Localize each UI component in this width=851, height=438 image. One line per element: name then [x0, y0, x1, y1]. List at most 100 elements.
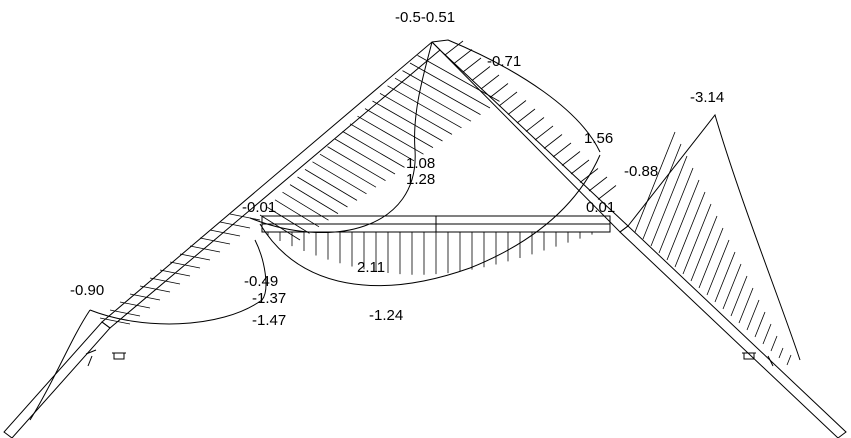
left-rafter-hatch-line: [409, 62, 491, 109]
left-leg-hatch-line: [99, 317, 131, 325]
left-rafter-hatch-line: [349, 123, 415, 162]
left-rafter-hatch-line: [364, 108, 434, 148]
left-rafter-hatch-line: [297, 176, 348, 208]
right-rafter-hatch-line: [579, 168, 599, 183]
label-right-knee-pos: 1.56: [584, 130, 613, 147]
right-rafter-hatch-line: [453, 49, 473, 64]
left-rafter-hatch-line: [379, 93, 453, 135]
left-leg-hatch-line: [139, 285, 171, 293]
right-leg-curve: [627, 113, 801, 361]
label-tie-low: -1.24: [369, 307, 403, 324]
left-leg-hatch-line: [109, 309, 141, 317]
right-rafter-hatch-line: [552, 142, 572, 158]
right-support-icon: [742, 352, 774, 367]
left-rafter-hatch-line: [372, 100, 443, 142]
left-leg-hatch-line: [159, 269, 191, 277]
right-rafter-hatch-line: [471, 66, 491, 81]
right-leg-hatch-line: [778, 347, 784, 359]
moment-curves: [29, 39, 801, 421]
left-rafter-hatch-line: [274, 199, 320, 228]
left-rafter-hatch-line: [267, 207, 310, 234]
left-rafter-hatch-line: [289, 184, 339, 214]
left-rafter-hatch-line: [387, 85, 462, 129]
label-right-knee-neg: -0.88: [624, 163, 658, 180]
value-labels: -0.5-0.51 -0.71 -3.14 1.56 -0.88 1.08 1.…: [70, 9, 724, 329]
label-left-rafter-a: 1.08: [406, 155, 435, 172]
supports: [85, 349, 774, 367]
right-leg-hatch-line: [754, 311, 766, 338]
left-rafter-curve: [249, 41, 433, 234]
left-rafter-hatch-line: [334, 138, 396, 175]
right-leg-hatch-line: [770, 335, 778, 352]
label-left-base: -0.90: [70, 282, 104, 299]
apex-curve: [431, 39, 601, 153]
right-rafter-hatch-line: [489, 83, 509, 98]
left-leg-hatch-line: [229, 213, 261, 221]
right-leg-hatch-line: [762, 323, 772, 345]
label-tie-mid: 2.11: [357, 259, 385, 276]
left-rafter-hatch-line: [417, 55, 500, 102]
right-leg-hatch-line: [738, 287, 754, 324]
left-rafter-hatch-line: [327, 146, 386, 181]
left-base-curve: [29, 309, 91, 421]
label-left-c: -1.47: [252, 312, 286, 329]
left-rafter-hatch-line: [342, 131, 405, 168]
right-rafter-hatch-line: [498, 91, 518, 107]
right-rafter-hatch-line: [444, 40, 464, 56]
right-rafter-hatch-line: [597, 185, 617, 200]
left-support-icon: [85, 349, 126, 367]
tie-curve: [259, 154, 601, 287]
label-left-rafter-b: 1.28: [406, 171, 435, 188]
label-apex: -0.5-0.51: [395, 9, 455, 26]
left-leg-hatch-line: [179, 253, 211, 261]
right-leg-member: [619, 225, 847, 438]
right-rafter-hatch-line: [561, 151, 581, 166]
left-leg-hatch-line: [119, 301, 151, 309]
label-left-knee: -0.01: [242, 199, 276, 216]
right-leg-hatch-line: [658, 167, 694, 254]
left-rafter-hatch-line: [282, 191, 329, 221]
right-leg-hatch-line: [698, 227, 724, 289]
left-leg-hatch-line: [169, 261, 201, 269]
left-rafter-hatch-line: [394, 77, 472, 122]
right-leg-hatch-line: [682, 203, 712, 275]
label-right-peak: -3.14: [690, 89, 724, 106]
left-leg-hatch-line: [189, 245, 221, 253]
left-leg-hatch-line: [199, 237, 231, 245]
right-rafter-hatch-line: [543, 134, 563, 149]
left-leg-curve: [89, 239, 267, 325]
left-leg-hatch-line: [149, 277, 181, 285]
right-leg-hatch-line: [674, 191, 706, 268]
left-rafter-hatch-line: [259, 214, 301, 241]
left-rafter-hatch-line: [304, 169, 358, 201]
right-rafter-hatch-line: [462, 57, 482, 73]
left-rafter-hatch-line: [402, 70, 481, 115]
left-rafter-hatch-line: [319, 153, 377, 188]
right-leg-hatch-line: [786, 354, 792, 366]
right-rafter-hatch-line: [570, 159, 590, 175]
right-leg-hatch-line: [634, 131, 676, 233]
label-right-knee: 0.01: [586, 199, 615, 216]
left-leg-hatch-line: [219, 221, 251, 229]
left-rafter-hatch-line: [357, 115, 424, 155]
right-rafter-hatch-line: [516, 108, 536, 124]
right-leg-hatch-line: [690, 215, 718, 282]
right-rafter-hatch-line: [525, 117, 545, 132]
right-leg-hatch-line: [730, 275, 748, 317]
right-leg-hatch-line: [706, 239, 730, 296]
label-right-rafter: -0.71: [487, 53, 521, 70]
hatching: [99, 40, 792, 366]
label-left-a: -0.49: [244, 273, 278, 290]
right-leg-hatch-line: [650, 155, 688, 247]
left-leg-hatch-line: [129, 293, 161, 301]
right-leg-hatch-line: [642, 143, 682, 240]
right-rafter-hatch-line: [507, 100, 527, 115]
left-leg-member: [3, 321, 111, 438]
right-rafter-hatch-line: [588, 176, 608, 192]
right-rafter-hatch-line: [480, 74, 500, 90]
left-leg-hatch-line: [209, 229, 241, 237]
right-leg-hatch-line: [722, 263, 742, 310]
right-leg-hatch-line: [746, 299, 760, 331]
left-rafter-hatch-line: [312, 161, 367, 195]
